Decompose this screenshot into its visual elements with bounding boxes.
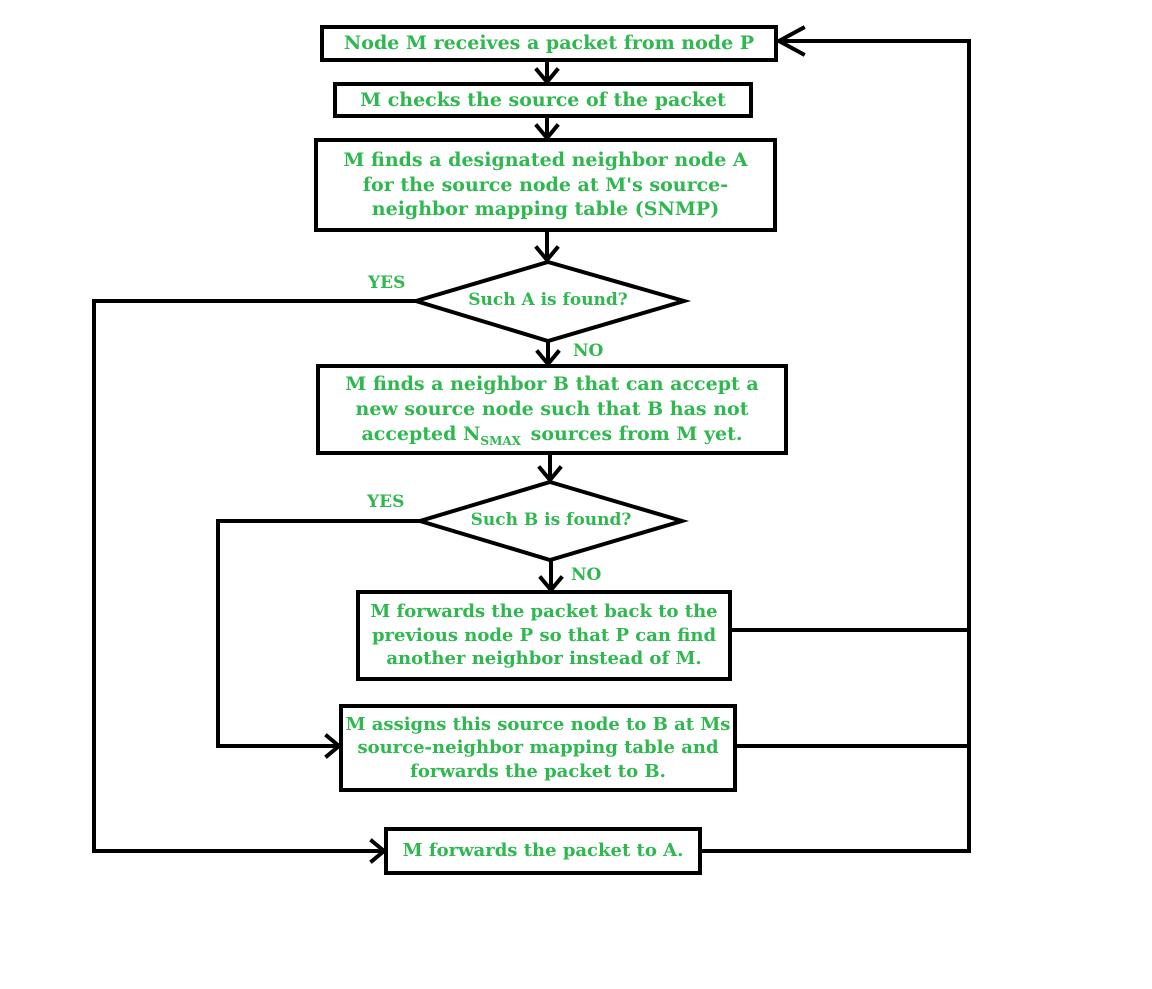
find-a-line-1: M finds a designated neighbor node A — [343, 148, 748, 171]
node-check-source-text: M checks the source of the packet — [360, 88, 726, 111]
arrow-yes-a-path — [92, 299, 418, 853]
assign-b-line-3: forwards the packet to B. — [410, 760, 666, 782]
node-receive-packet: Node M receives a packet from node P — [320, 25, 778, 62]
nsmax-subscript: SMAX — [480, 433, 521, 448]
label-yes-a: YES — [368, 273, 406, 293]
node-find-neighbor-b: M finds a neighbor B that can accept a n… — [316, 364, 788, 455]
node-find-designated-a: M finds a designated neighbor node A for… — [314, 138, 777, 232]
label-no-b: NO — [571, 565, 602, 585]
forward-back-line-3: another neighbor instead of M. — [386, 648, 702, 670]
find-b-line-3-post: sources from M yet. — [530, 422, 743, 445]
find-b-line-1: M finds a neighbor B that can accept a — [345, 373, 759, 396]
find-a-line-3: neighbor mapping table (SNMP) — [371, 198, 720, 221]
find-a-line-2: for the source node at M's source- — [362, 173, 729, 196]
node-assign-source-to-b: M assigns this source node to B at Ms so… — [339, 704, 737, 792]
node-check-source: M checks the source of the packet — [333, 82, 753, 118]
decision-b-text: Such B is found? — [470, 510, 632, 530]
forward-back-line-2: previous node P so that P can find — [371, 624, 717, 646]
find-b-line-3-pre: accepted N — [361, 422, 481, 445]
decision-a-shape — [409, 259, 692, 344]
arrowhead — [774, 25, 806, 57]
label-no-a: NO — [573, 341, 604, 361]
node-receive-packet-text: Node M receives a packet from node P — [343, 32, 755, 55]
decision-b-shape — [413, 479, 690, 563]
decision-a-text: Such A is found? — [468, 290, 628, 310]
node-forward-to-a-text: M forwards the packet to A. — [402, 840, 684, 862]
assign-b-line-2: source-neighbor mapping table and — [357, 737, 719, 759]
find-b-line-3: accepted NSMAX sources from M yet. — [345, 422, 758, 448]
node-forward-to-a: M forwards the packet to A. — [384, 827, 702, 875]
arrow-yes-b-path — [216, 519, 422, 748]
forward-back-line-1: M forwards the packet back to the — [370, 601, 718, 623]
label-yes-b: YES — [367, 492, 405, 512]
arrowhead — [534, 245, 560, 264]
assign-b-line-1: M assigns this source node to B at Ms — [345, 713, 731, 735]
find-b-line-2: new source node such that B has not — [355, 398, 749, 421]
node-forward-back-to-p: M forwards the packet back to the previo… — [356, 590, 732, 681]
